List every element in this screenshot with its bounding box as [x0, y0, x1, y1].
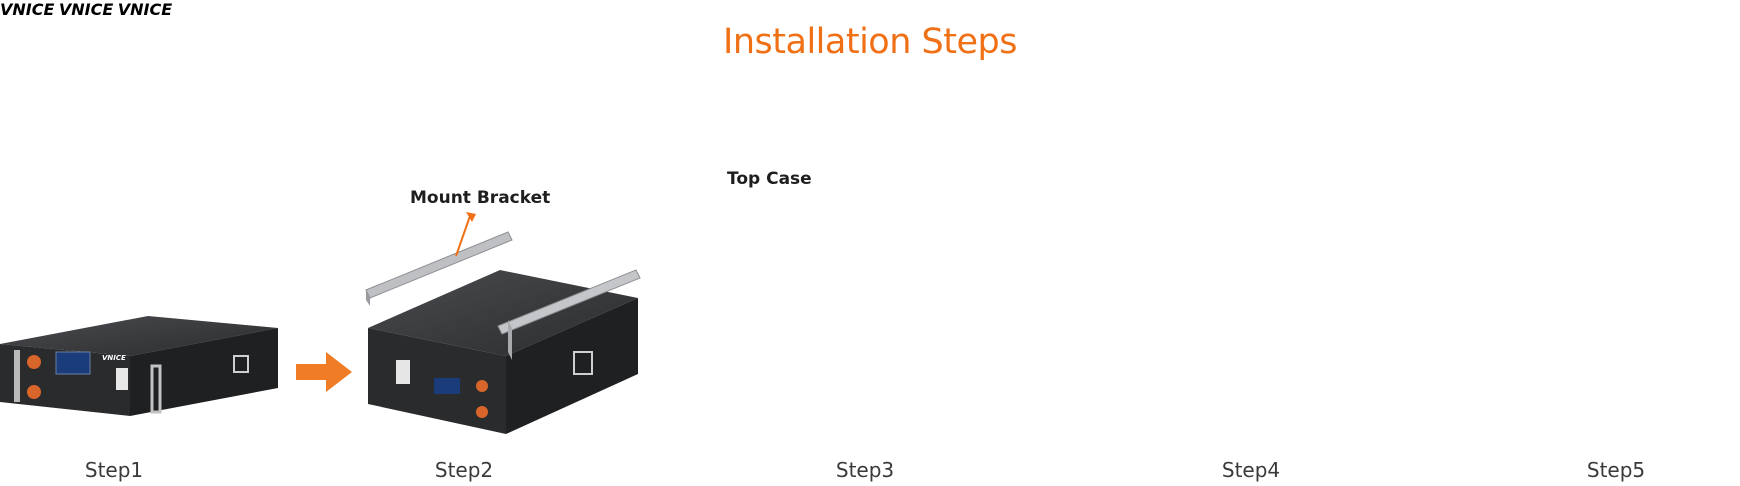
- step4-assembled-battery: VNICE: [58, 0, 118, 19]
- breaker-switch-icon: [116, 368, 128, 390]
- top-case: VNICE: [0, 0, 55, 19]
- terminal-positive-icon: VNICE: [0, 0, 59, 19]
- arrow-right-icon: VNICE Mount Bracket Top Case Step1 Step2…: [85, 0, 1645, 482]
- arrow-right-icon: [296, 352, 352, 392]
- terminal-positive-icon: [476, 380, 488, 392]
- step-label-5: Step5: [1586, 458, 1646, 482]
- led-strip-icon: VNICE: [117, 0, 173, 19]
- terminal-positive-icon: [27, 355, 41, 369]
- step-label-1: Step1: [84, 458, 144, 482]
- terminal-negative-icon: [476, 406, 488, 418]
- page-title: Installation Steps: [723, 22, 1017, 62]
- callout-mount-bracket: Mount Bracket: [410, 188, 551, 208]
- step-label-3: Step3: [835, 458, 895, 482]
- step3-battery-with-top-case: VNICE: [0, 0, 59, 19]
- step-label-4: Step4: [1221, 458, 1281, 482]
- brand-logo: VNICE: [117, 0, 173, 19]
- side-handle-icon: VNICE: [117, 0, 173, 19]
- arrow-right-icon: VNICE VNICE Mount Bracket Top Case Step1…: [58, 0, 1645, 482]
- mount-bracket: [365, 231, 641, 360]
- step2-battery-with-bracket: [365, 212, 641, 434]
- lcd-display-icon: [55, 351, 91, 375]
- terminal-negative-icon: VNICE: [0, 0, 59, 19]
- step5-wall-mounted-unit: VNICE: [117, 0, 173, 19]
- step1-battery-module: VNICE: [0, 316, 278, 416]
- handle-icon: [150, 364, 162, 414]
- step-label-2: Step2: [434, 458, 494, 482]
- callout-top-case: Top Case: [727, 169, 812, 189]
- arrow-right-icon: VNICE VNICE VNICE Mount Bracket Top Ca: [0, 0, 1645, 482]
- brand-logo: VNICE: [102, 354, 126, 362]
- terminal-negative-icon: [27, 385, 41, 399]
- led-strip-icon: VNICE: [58, 0, 114, 19]
